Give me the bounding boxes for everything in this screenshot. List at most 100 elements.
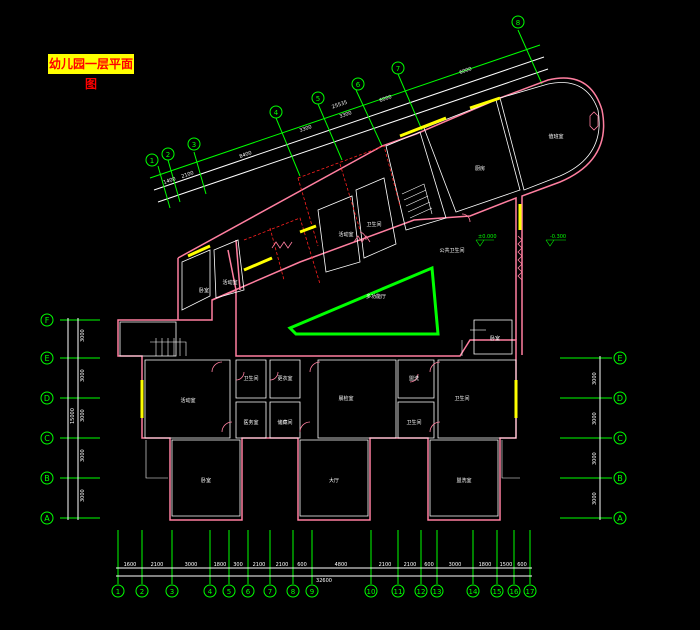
dimension-text: 1800 — [479, 562, 492, 568]
axis-bubble — [40, 351, 54, 365]
entrance-steps — [145, 329, 520, 479]
axis-label: 9 — [310, 588, 314, 596]
axis-bubble — [40, 511, 54, 525]
right-axis-group — [560, 351, 627, 525]
room-label: 公共卫生间 — [439, 247, 464, 254]
axis-label: 6 — [356, 81, 361, 89]
dimension-text: 1400 — [163, 176, 177, 186]
room-label: 值班室 — [548, 133, 563, 140]
axis-bubble — [40, 471, 54, 485]
axis-label: 12 — [417, 588, 426, 596]
dimension-text: 3000 — [80, 449, 86, 462]
radiators — [271, 111, 599, 281]
axis-label: 2 — [140, 588, 144, 596]
dimension-text: 3000 — [80, 369, 86, 382]
axis-label: 14 — [469, 588, 478, 596]
axis-label: D — [44, 394, 50, 403]
axis-label: 6 — [246, 588, 251, 596]
dimension-text: 3000 — [80, 409, 86, 422]
axis-label: D — [617, 394, 623, 403]
dimension-text: 3000 — [80, 329, 86, 342]
dimension-text: 2100 — [379, 562, 392, 568]
diagonal-axis-group — [145, 15, 549, 209]
dimension-text: 1800 — [214, 562, 227, 568]
dimension-text: 2100 — [276, 562, 289, 568]
interior-walls — [119, 82, 600, 517]
axis-label: 17 — [526, 588, 535, 596]
stair-left — [150, 338, 187, 356]
dimension-text: 3300 — [299, 124, 313, 134]
room-label: 储藏间 — [277, 419, 292, 426]
axis-bubble — [40, 313, 54, 327]
axis-label: 16 — [510, 588, 519, 596]
axis-label: E — [617, 354, 622, 363]
room-label: 卫生间 — [243, 375, 258, 382]
dimension-text: 600 — [517, 562, 527, 568]
room-label: 活动室 — [338, 231, 353, 238]
axis-label: 3 — [170, 588, 174, 596]
axis-label: 7 — [396, 65, 400, 73]
axis-bubble — [40, 431, 54, 445]
axis-label: B — [44, 474, 50, 483]
dimension-text: 1600 — [124, 562, 137, 568]
dimension-text: 3000 — [185, 562, 198, 568]
axis-label: 4 — [274, 109, 279, 117]
dimension-text: 6000 — [379, 94, 393, 104]
dimension-total: 32600 — [316, 578, 332, 584]
dimension-text: 600 — [297, 562, 307, 568]
axis-label: 8 — [516, 19, 520, 27]
elevation-markers — [475, 239, 566, 247]
axis-label: 8 — [291, 588, 295, 596]
axis-label: 1 — [150, 157, 154, 165]
axis-label: C — [617, 434, 623, 443]
dimension-text: 3000 — [592, 452, 598, 465]
room-label: 卫生间 — [454, 395, 469, 402]
axis-label: E — [44, 354, 49, 363]
room-label: 卧室 — [199, 287, 209, 294]
dimension-text: 3000 — [592, 372, 598, 385]
axis-label: 11 — [394, 588, 403, 596]
axis-label: 10 — [367, 588, 376, 596]
room-label: 活动室 — [180, 397, 195, 404]
axis-label: C — [44, 434, 50, 443]
room-label: 更衣室 — [277, 375, 292, 382]
elevation-text: ±0.000 — [478, 234, 497, 240]
room-label: 活动室 — [222, 279, 237, 286]
room-label: 厨房 — [475, 165, 485, 172]
dimension-text: 3000 — [449, 562, 462, 568]
drawing-title: 幼儿园一层平面图 — [48, 54, 134, 91]
stair-upper — [401, 183, 433, 219]
corridor-dashes — [243, 145, 401, 285]
axis-bubble — [40, 391, 54, 405]
dimension-text: 4800 — [335, 562, 348, 568]
dimension-text: 2100 — [181, 170, 195, 180]
room-label: 医务室 — [243, 419, 258, 426]
dimension-text: 3000 — [592, 492, 598, 505]
axis-label: 5 — [316, 95, 320, 103]
dimension-text: 1500 — [500, 562, 513, 568]
dimension-text: 2100 — [404, 562, 417, 568]
axis-label: A — [44, 514, 50, 523]
axis-label: 13 — [433, 588, 442, 596]
dimension-total: 15000 — [70, 408, 76, 424]
bottom-axis-group — [116, 530, 532, 584]
room-label: 卧室 — [201, 477, 211, 484]
dimension-text: 8400 — [239, 150, 253, 160]
dimension-text: 600 — [424, 562, 434, 568]
elevation-text: -0.300 — [550, 234, 566, 240]
axis-label: 1 — [116, 588, 120, 596]
axis-label: 2 — [166, 151, 170, 159]
axis-label: 5 — [227, 588, 231, 596]
room-label: 盥洗室 — [456, 477, 471, 484]
dimension-text: 3000 — [592, 412, 598, 425]
dimension-text: 300 — [233, 562, 243, 568]
room-label: 多功能厅 — [366, 293, 386, 300]
bottom-axis-bubbles — [111, 584, 537, 598]
axis-label: 4 — [208, 588, 213, 596]
room-label: 卧室 — [490, 335, 500, 342]
door-swings — [211, 213, 471, 433]
axis-label: 7 — [268, 588, 272, 596]
dimension-text: 2100 — [151, 562, 164, 568]
room-label: 卫生间 — [406, 419, 421, 426]
